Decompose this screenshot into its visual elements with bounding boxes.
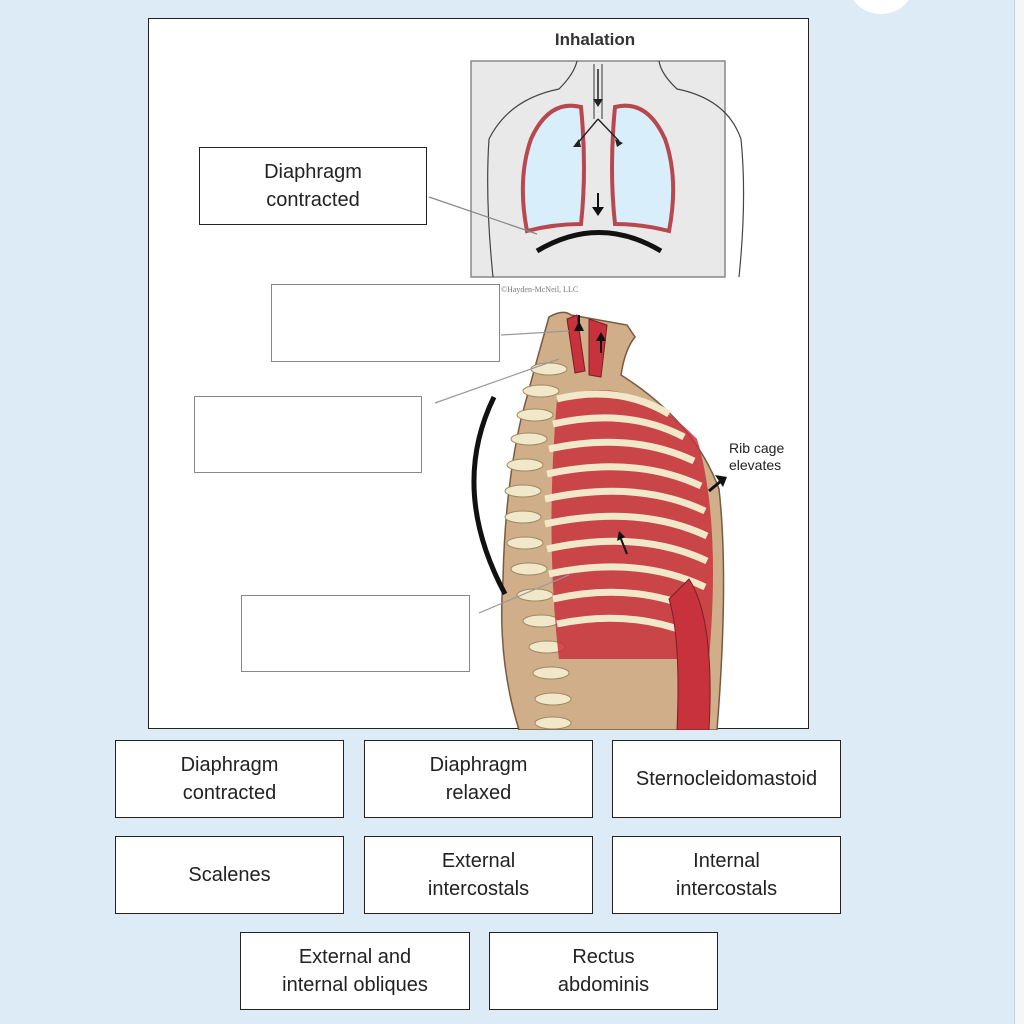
right-lung <box>610 103 676 234</box>
scrollbar-track[interactable] <box>1014 0 1024 1024</box>
corner-button[interactable] <box>850 0 912 14</box>
back-arc <box>471 395 508 596</box>
bank-item-scalenes[interactable]: Scalenes <box>115 836 344 914</box>
bank-item-rectus-abdominis[interactable]: Rectus abdominis <box>489 932 718 1010</box>
diagram-title: Inhalation <box>555 30 635 49</box>
abdominal-muscle <box>668 578 711 730</box>
copyright-text: ©Hayden-McNeil, LLC <box>501 285 578 294</box>
drop-target-3[interactable] <box>241 595 470 672</box>
inhalation-diagram: Inhalation ©Hayden-McNeil, LLC <box>428 30 784 730</box>
drop-target-1[interactable] <box>271 284 500 362</box>
drop-target-2[interactable] <box>194 396 422 473</box>
bank-item-internal-intercostals[interactable]: Internal intercostals <box>612 836 841 914</box>
bank-item-external-internal-obliques[interactable]: External and internal obliques <box>240 932 470 1010</box>
bank-item-diaphragm-contracted[interactable]: Diaphragm contracted <box>115 740 344 818</box>
bank-item-external-intercostals[interactable]: External intercostals <box>364 836 593 914</box>
diaphragm-line <box>535 230 663 254</box>
placed-label-diaphragm[interactable]: Diaphragm contracted <box>199 147 427 225</box>
bank-item-diaphragm-relaxed[interactable]: Diaphragm relaxed <box>364 740 593 818</box>
bank-item-sternocleidomastoid[interactable]: Sternocleidomastoid <box>612 740 841 818</box>
